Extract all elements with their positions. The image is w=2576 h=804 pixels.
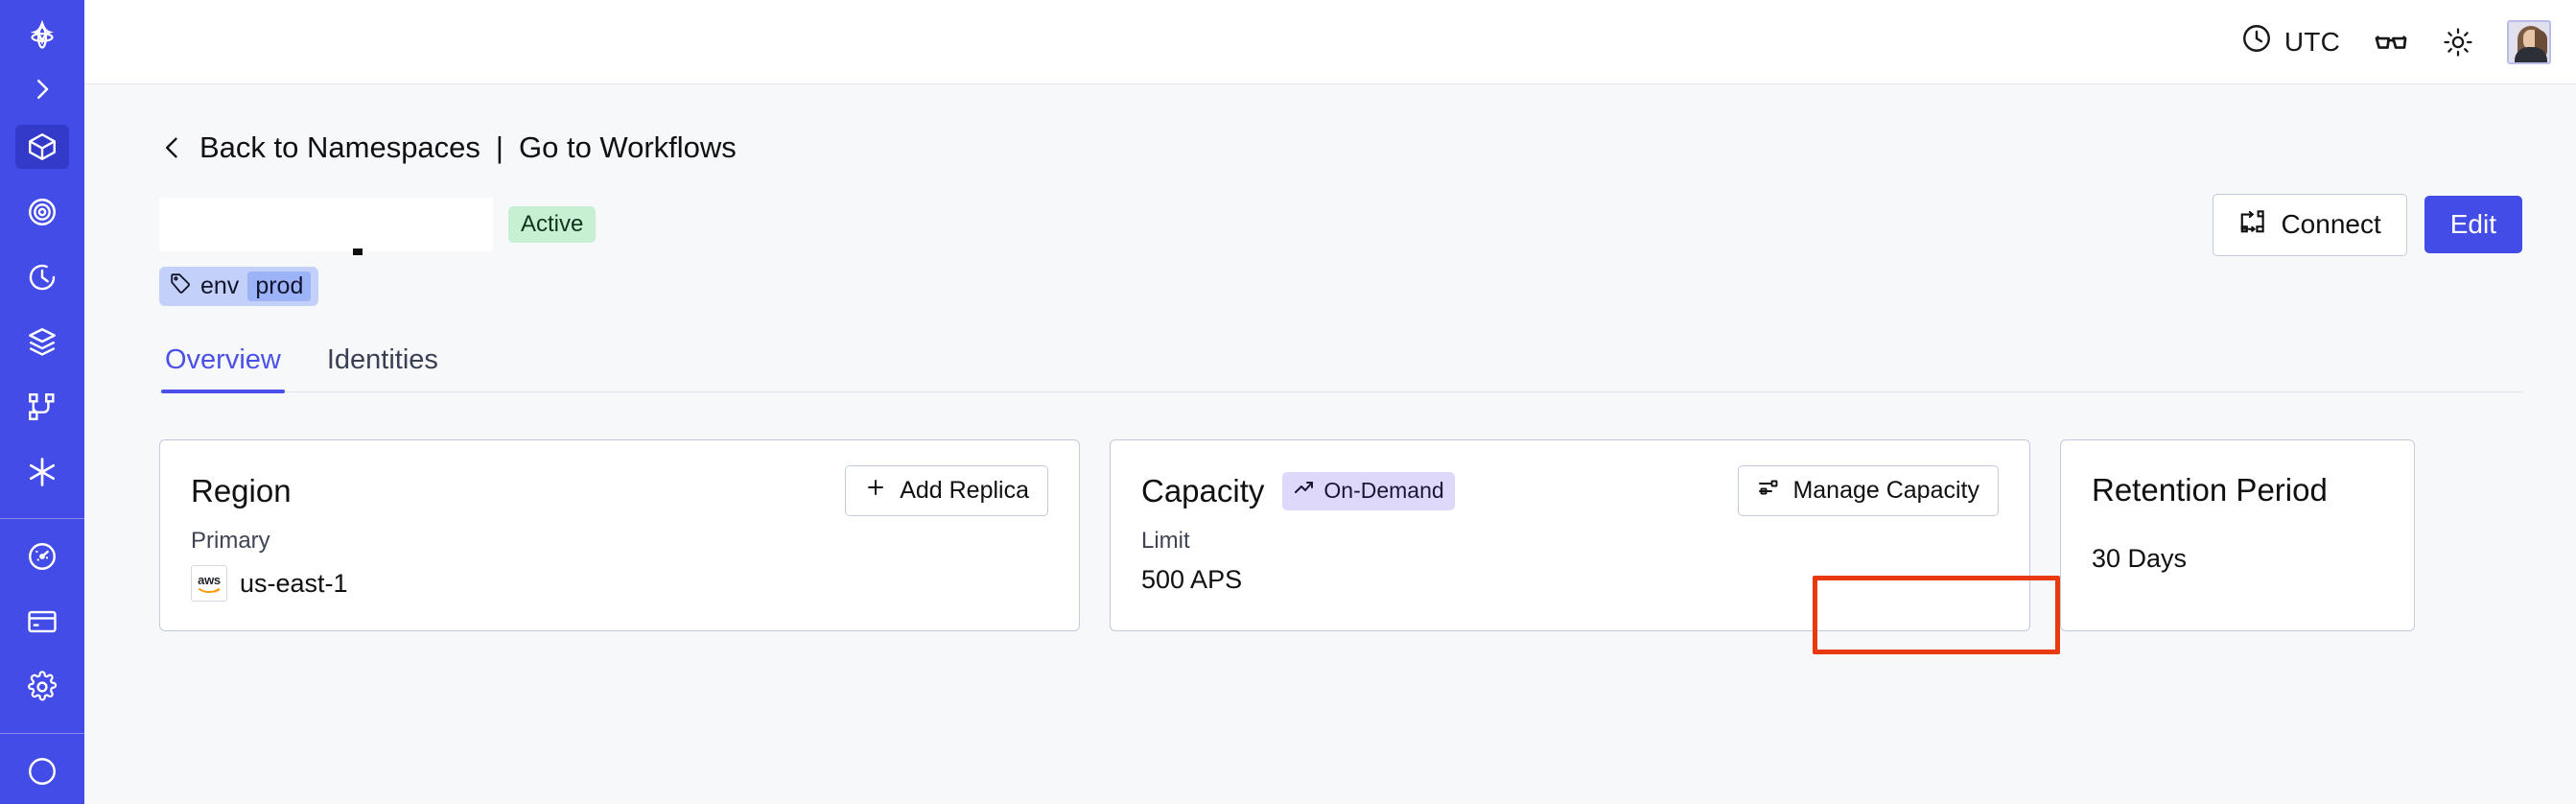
timezone-label: UTC [2283, 26, 2340, 57]
edit-label: Edit [2449, 209, 2496, 239]
connect-label: Connect [2281, 209, 2381, 239]
retention-card: Retention Period 30 Days [2060, 439, 2415, 631]
sliders-icon [1757, 476, 1780, 506]
region-card-title: Region [191, 472, 292, 508]
capacity-limit-value: 500 APS [1141, 565, 1243, 594]
chevron-left-icon[interactable] [159, 134, 186, 161]
status-badge: Active [508, 206, 597, 243]
sidebar-item-help[interactable] [15, 749, 69, 793]
overview-cards: Region Add Replica [159, 439, 2522, 631]
retention-card-title: Retention Period [2092, 472, 2328, 508]
timezone-selector[interactable]: UTC [2240, 22, 2340, 61]
capacity-mode-badge: On-Demand [1282, 471, 1455, 510]
page-title [159, 198, 493, 255]
sidebar-expand-button[interactable] [15, 67, 69, 111]
manage-capacity-label: Manage Capacity [1792, 477, 1979, 504]
add-replica-label: Add Replica [900, 477, 1029, 504]
region-card-action: Add Replica [845, 465, 1048, 516]
sidebar-divider-top [0, 517, 84, 519]
capacity-card: Capacity On-Demand [1110, 439, 2030, 631]
namespace-tag[interactable]: env prod [159, 267, 319, 306]
temporal-logo-icon[interactable] [15, 15, 69, 59]
capacity-limit-label: Limit [1141, 528, 1190, 554]
sidebar-item-batch-operations[interactable] [15, 320, 69, 365]
sidebar-item-schedules[interactable] [15, 255, 69, 299]
glasses-icon[interactable] [2373, 24, 2409, 60]
breadcrumb-workflows-link[interactable]: Go to Workflows [518, 130, 737, 164]
avatar-body [2515, 46, 2547, 62]
manage-capacity-button[interactable]: Manage Capacity [1738, 465, 1999, 516]
tab-identities[interactable]: Identities [326, 344, 438, 375]
sidebar-item-usage[interactable] [15, 534, 69, 579]
page-content: Back to Namespaces | Go to Workflows Act… [84, 84, 2576, 804]
region-primary-label: Primary [191, 528, 270, 554]
clock-icon [2240, 22, 2273, 61]
add-replica-button[interactable]: Add Replica [845, 465, 1048, 516]
region-card: Region Add Replica [159, 439, 1080, 631]
region-primary-value-row: aws us-east-1 [191, 565, 1048, 602]
connect-flow-icon [2238, 207, 2267, 243]
edit-button[interactable]: Edit [2424, 196, 2522, 253]
topbar: UTC [84, 0, 2576, 84]
plus-icon [864, 476, 887, 506]
region-card-header: Region Add Replica [191, 465, 1048, 516]
sidebar-item-asterisk[interactable] [15, 450, 69, 494]
tag-icon [169, 272, 192, 301]
retention-value: 30 Days [2092, 544, 2188, 573]
tag-value: prod [247, 272, 312, 301]
capacity-card-title: Capacity [1141, 472, 1265, 508]
namespace-header: Active [159, 193, 2522, 256]
connect-button[interactable]: Connect [2213, 193, 2407, 256]
tag-key: env [200, 272, 240, 299]
tag-list: env prod [159, 267, 2522, 306]
sidebar-item-nexus[interactable] [15, 385, 69, 429]
capacity-mode-label: On-Demand [1323, 478, 1444, 503]
sidebar-item-billing[interactable] [15, 600, 69, 644]
avatar[interactable] [2507, 19, 2551, 64]
retention-card-header: Retention Period [2092, 465, 2383, 515]
breadcrumb: Back to Namespaces | Go to Workflows [159, 130, 2522, 165]
sun-icon[interactable] [2442, 26, 2474, 59]
capacity-card-header: Capacity On-Demand [1141, 465, 1999, 516]
breadcrumb-back-link[interactable]: Back to Namespaces [199, 130, 480, 164]
primary-sidebar [0, 0, 84, 804]
sidebar-item-namespaces[interactable] [15, 125, 69, 170]
capacity-card-action: Manage Capacity [1738, 465, 1999, 516]
region-primary-value: us-east-1 [240, 568, 348, 598]
main-area: UTC [84, 0, 2576, 804]
sidebar-item-settings[interactable] [15, 665, 69, 709]
breadcrumb-separator: | [495, 130, 503, 164]
sidebar-item-workflows[interactable] [15, 190, 69, 234]
header-actions: Connect Edit [2213, 193, 2522, 256]
aws-logo-icon: aws [191, 565, 227, 602]
sidebar-divider-bottom [0, 732, 84, 734]
trending-up-icon [1293, 477, 1316, 506]
tab-overview[interactable]: Overview [161, 344, 285, 393]
tab-bar: Overview Identities [159, 344, 2522, 393]
